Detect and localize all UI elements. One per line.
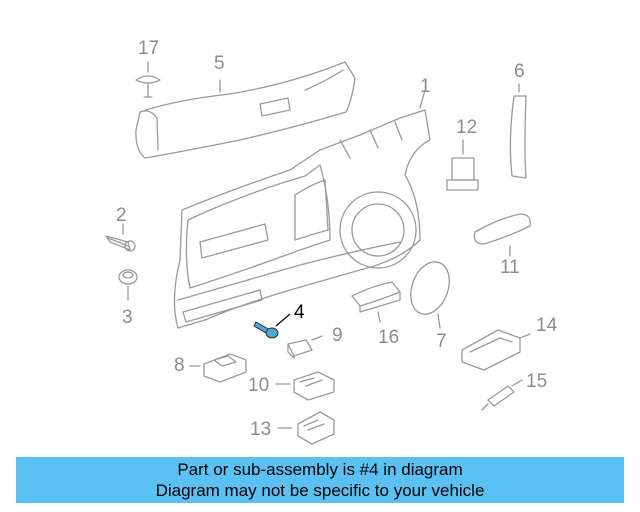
part-13-window-switch — [277, 411, 335, 445]
callout-11: 11 — [500, 257, 520, 278]
part-9-switch — [287, 335, 323, 359]
part-16-pull-cup — [351, 281, 401, 323]
callout-1: 1 — [420, 76, 431, 97]
part-6-pillar-trim — [509, 83, 527, 179]
callout-14: 14 — [536, 315, 558, 336]
banner-line-2: Diagram may not be specific to your vehi… — [155, 481, 485, 500]
part-14-lamp — [461, 329, 531, 371]
part-3-plug — [118, 269, 138, 301]
part-12-switch — [446, 139, 479, 191]
parts-diagram — [105, 61, 531, 445]
part-10-window-switch — [275, 371, 335, 401]
callout-3: 3 — [122, 307, 133, 328]
part-1-door-trim-panel — [173, 89, 431, 329]
callout-7: 7 — [436, 331, 447, 352]
part-11-handle — [473, 213, 531, 257]
part-2-screw — [105, 223, 136, 252]
callout-13: 13 — [250, 419, 272, 440]
callout-15: 15 — [526, 371, 548, 392]
callout-4: 4 — [294, 302, 305, 323]
callout-10: 10 — [248, 375, 270, 396]
callout-5: 5 — [214, 53, 225, 74]
part-15-bulb — [481, 379, 523, 411]
callout-16: 16 — [378, 327, 400, 348]
part-7-speaker-cover — [410, 261, 450, 329]
part-4-bolt — [253, 313, 291, 339]
part-5-upper-trim — [135, 61, 356, 159]
part-8-switch-base — [189, 353, 247, 383]
callout-12: 12 — [456, 117, 478, 138]
callout-6: 6 — [514, 61, 525, 82]
callout-8: 8 — [174, 355, 185, 376]
part-17-push-clip — [135, 61, 161, 98]
callout-2: 2 — [116, 205, 127, 226]
banner-line-1: Part or sub-assembly is #4 in diagram — [177, 460, 463, 479]
callout-17: 17 — [138, 38, 160, 59]
callout-9: 9 — [332, 325, 343, 346]
info-banner: Part or sub-assembly is #4 in diagram Di… — [16, 457, 624, 503]
